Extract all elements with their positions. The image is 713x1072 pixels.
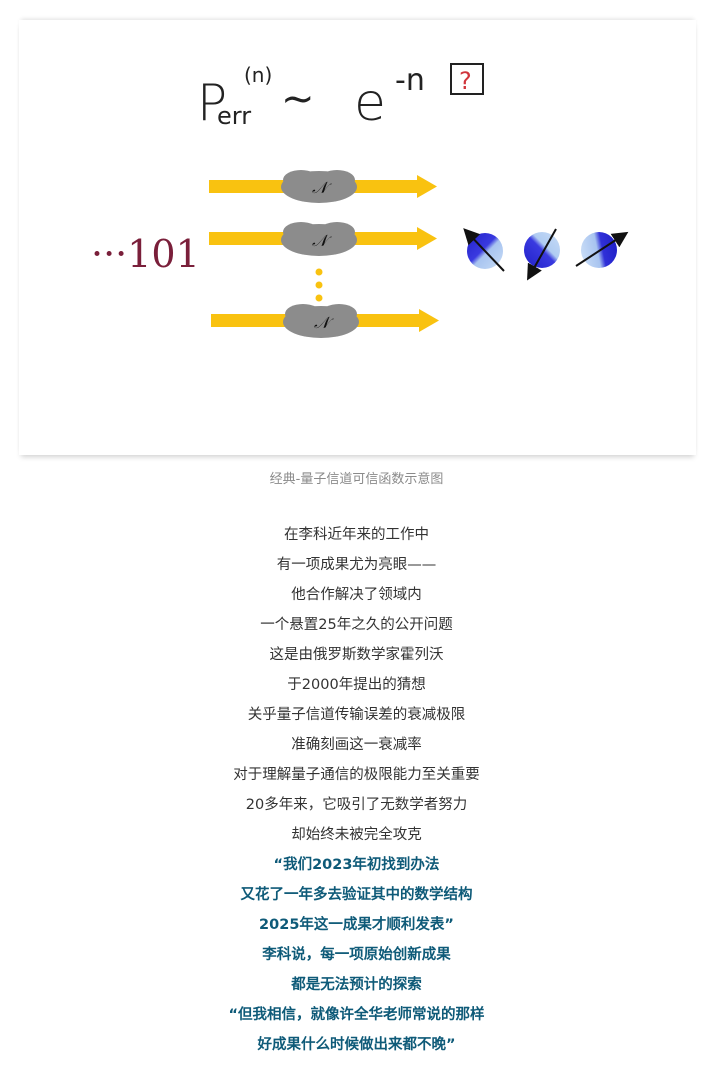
channel-1: 𝒩 xyxy=(209,170,437,203)
text-line: 这是由俄罗斯数学家霍列沃 xyxy=(269,647,444,663)
channel-diagram-figure: P (n) err ~ e -n ? ···101 𝒩 𝒩 xyxy=(19,20,696,455)
channel-label: 𝒩 xyxy=(314,313,334,332)
text-line: 于2000年提出的猜想 xyxy=(287,677,426,693)
formula-p: P xyxy=(197,74,227,132)
figure-caption: 经典-量子信道可信函数示意图 xyxy=(269,472,444,487)
text-line: 对于理解量子通信的极限能力至关重要 xyxy=(233,767,480,783)
quote-line: “但我相信，就像许全华老师常说的那样 xyxy=(228,1007,485,1023)
quote-line: 都是无法预计的探索 xyxy=(291,977,422,993)
text-line: 20多年来，它吸引了无数学者努力 xyxy=(245,797,468,813)
formula: P (n) err ~ e -n ? xyxy=(197,63,484,133)
quote-line: 2025年这一成果才顺利发表” xyxy=(259,917,454,933)
text-line: 准确刻画这一衰减率 xyxy=(291,737,422,753)
text-line: 一个悬置25年之久的公开问题 xyxy=(260,617,453,633)
diagram-svg: P (n) err ~ e -n ? ···101 𝒩 𝒩 xyxy=(91,63,629,338)
quote-line: 李科说，每一项原始创新成果 xyxy=(262,947,451,963)
qubit-states xyxy=(463,228,629,281)
text-line: 却始终未被完全攻克 xyxy=(291,827,422,843)
channel-n: 𝒩 xyxy=(211,304,439,338)
ellipsis-dots xyxy=(315,268,323,302)
unknown-box xyxy=(450,63,484,95)
text-line: 有一项成果尤为亮眼—— xyxy=(276,557,437,573)
formula-sup: (n) xyxy=(244,63,272,87)
formula-tilde: ~ xyxy=(281,76,315,122)
input-bits: ···101 xyxy=(91,232,200,276)
channel-label: 𝒩 xyxy=(312,178,332,197)
channel-label: 𝒩 xyxy=(312,231,332,250)
text-line: 关乎量子信道传输误差的衰减极限 xyxy=(247,707,466,723)
formula-sub: err xyxy=(217,102,251,130)
channel-2: 𝒩 xyxy=(209,222,437,256)
text-line: 他合作解决了领域内 xyxy=(291,587,422,603)
quote-line: 好成果什么时候做出来都不晚” xyxy=(257,1037,456,1053)
formula-exponent: -n xyxy=(395,63,425,98)
quote-line: 又花了一年多去验证其中的数学结构 xyxy=(240,887,473,903)
qubit-2 xyxy=(524,232,560,268)
article-paragraph: 在李科近年来的工作中有一项成果尤为亮眼—— 他合作解决了领域内一个悬置25年之久的… xyxy=(0,525,713,1065)
text-line: 在李科近年来的工作中 xyxy=(284,527,429,543)
formula-question: ? xyxy=(459,67,472,95)
quote-line: “我们2023年初找到办法 xyxy=(273,857,440,873)
formula-e: e xyxy=(354,73,386,133)
